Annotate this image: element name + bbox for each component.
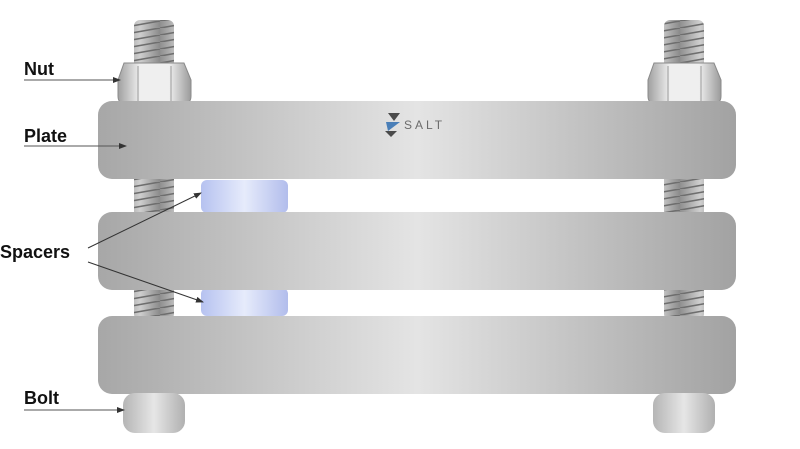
left-bolt-head bbox=[123, 393, 185, 433]
spacer-leader-upper bbox=[87, 192, 202, 249]
logo-text: SALT bbox=[404, 118, 445, 132]
bottom-plate bbox=[98, 316, 736, 394]
top-plate bbox=[98, 101, 736, 179]
spacer-leader-lower bbox=[87, 261, 204, 303]
spacers-label: Spacers bbox=[0, 242, 71, 262]
upper-spacer bbox=[201, 180, 288, 213]
plate-label: Plate bbox=[24, 126, 68, 146]
salt-logo: SALT bbox=[385, 113, 445, 137]
salt-logo-icon bbox=[385, 113, 400, 137]
middle-plate bbox=[98, 212, 736, 290]
left-nut bbox=[117, 62, 192, 105]
lower-spacer bbox=[201, 288, 288, 316]
right-nut bbox=[647, 62, 722, 105]
right-bolt-head bbox=[653, 393, 715, 433]
nut-label: Nut bbox=[24, 59, 54, 79]
bolt-label: Bolt bbox=[24, 388, 59, 408]
